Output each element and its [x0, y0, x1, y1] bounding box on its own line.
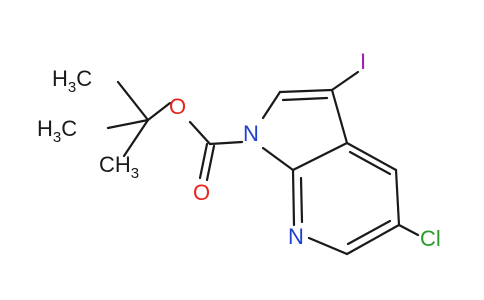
bond-n7-c7a	[291, 168, 296, 227]
pyridine-nitrogen-label: N	[288, 224, 304, 249]
bond-c3a-c4-double	[348, 150, 392, 176]
bond-carbonyl-o-double-a	[198, 142, 209, 180]
bond-c2-c3-double	[281, 96, 329, 102]
bond-c3a-c4	[345, 141, 398, 172]
bonds	[106, 70, 420, 256]
carbonyl-oxygen-label: O	[193, 180, 210, 205]
bond-c7a-c3a	[291, 141, 349, 172]
bond-quaternary-methyl-bot	[122, 118, 150, 158]
bond-c4-c5	[394, 168, 401, 227]
ester-oxygen-label: O	[169, 94, 186, 119]
bond-n1-carbonyl	[208, 140, 244, 146]
bond-c3-c3a	[330, 88, 349, 145]
bond-c5-c6	[345, 223, 401, 256]
bond-quaternary-methyl-mid	[106, 118, 150, 130]
bond-quaternary-methyl-top	[116, 80, 150, 122]
bond-o-quaternary	[146, 101, 172, 122]
ring-nitrogen-1-label: N	[243, 121, 259, 146]
methyl-label-top: H3C	[52, 66, 92, 96]
bond-carbonyl-o-double-b	[205, 144, 216, 182]
bond-c6-n7	[307, 236, 349, 256]
bond-n1-c7a	[261, 146, 295, 172]
bond-carbonyl-o-ester	[188, 120, 212, 146]
bond-c5-cl	[397, 223, 420, 237]
bond-c5-c6-double	[346, 219, 392, 246]
bond-n7-c7a-double	[299, 176, 304, 224]
bond-c2-c3	[278, 88, 334, 94]
chlorine-label: Cl	[420, 226, 441, 251]
bond-c3-i	[330, 70, 360, 92]
iodine-label: I	[360, 49, 366, 74]
methyl-label-bot: CH3	[99, 152, 139, 182]
bond-n1-c2	[261, 90, 282, 120]
methyl-label-mid: H3C	[37, 116, 77, 146]
